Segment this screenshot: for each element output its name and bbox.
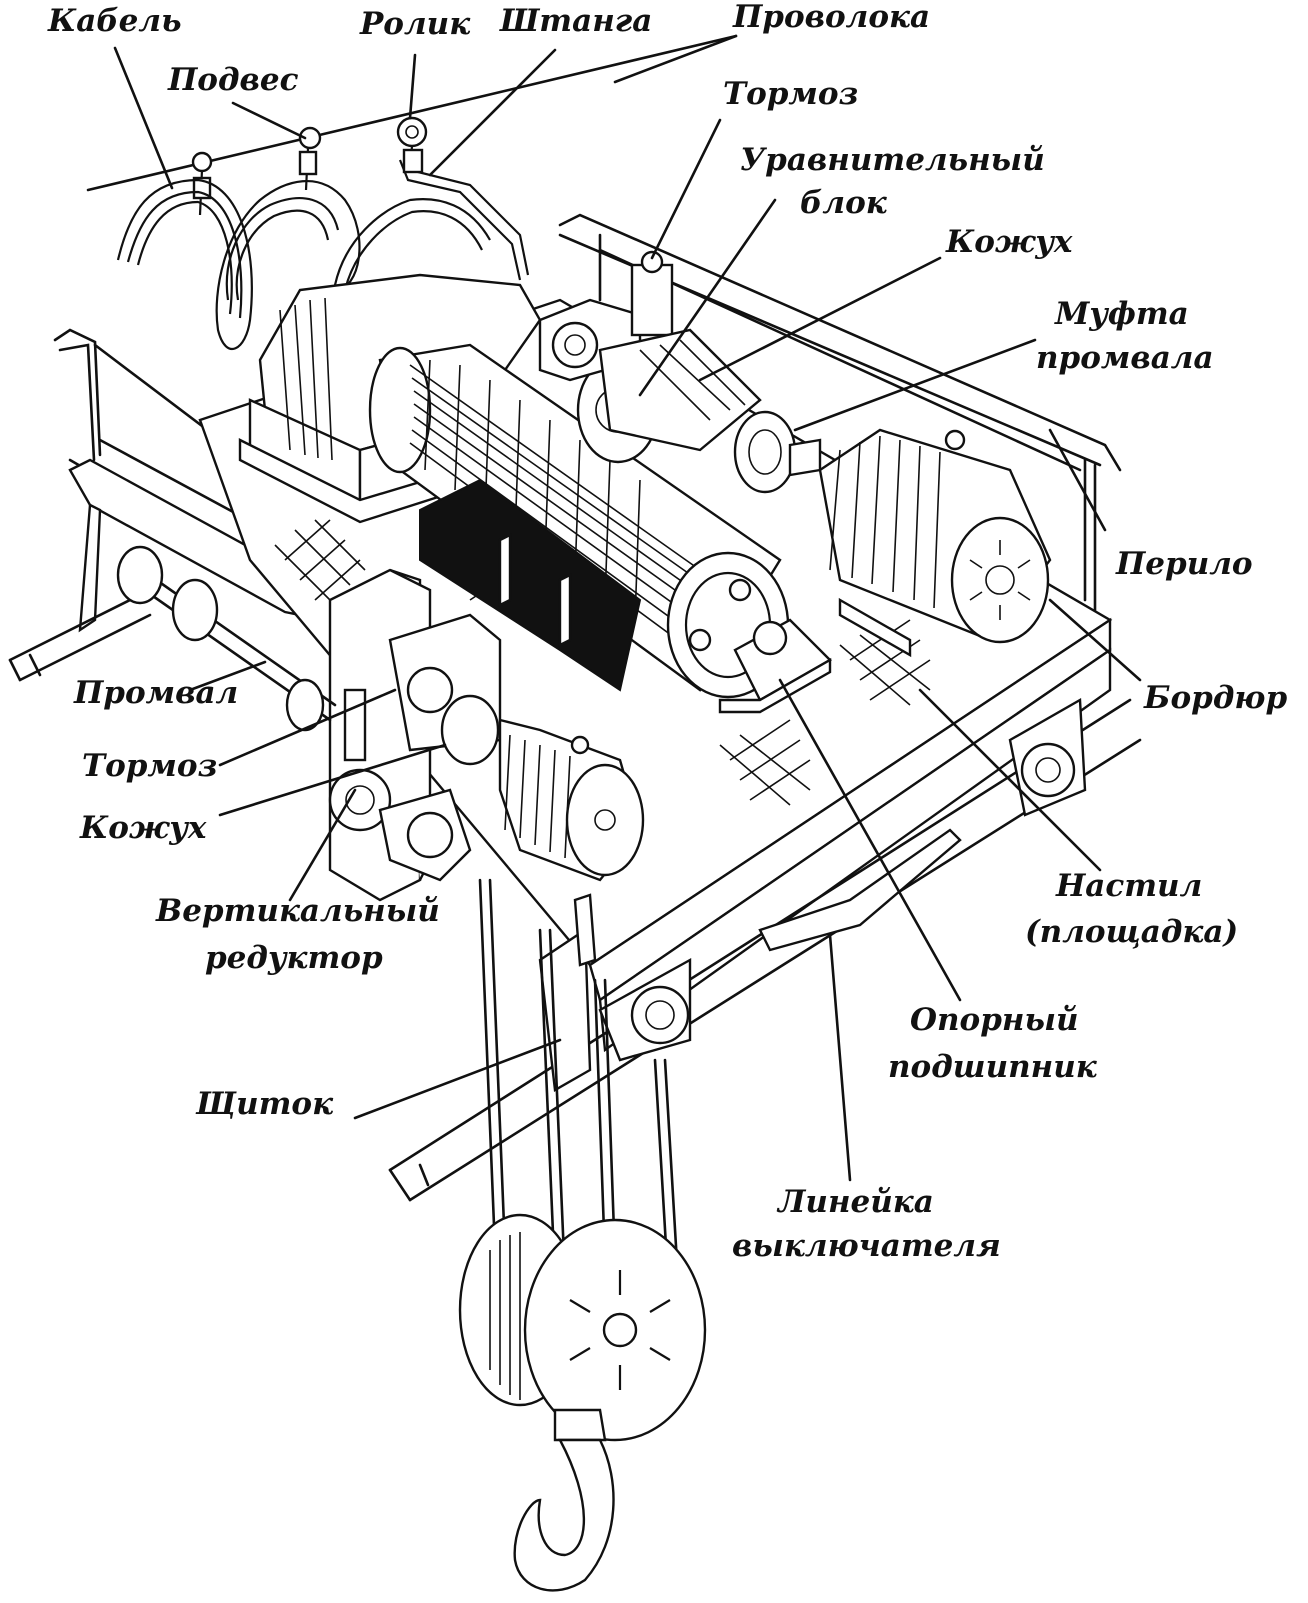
- label-mufta-2: промвала: [1036, 340, 1214, 376]
- label-perilo: Перило: [1115, 546, 1253, 582]
- label-shchitok: Щиток: [195, 1086, 334, 1122]
- travel-mechanism: [378, 613, 645, 882]
- label-nastil-2: (площадка): [1025, 914, 1238, 950]
- hoist-motor: [818, 428, 1052, 658]
- label-rolik: Ролик: [359, 6, 471, 42]
- label-bordyur: Бордюр: [1143, 680, 1287, 716]
- intermediate-shaft: [116, 545, 337, 732]
- travel-wheels: [598, 697, 1087, 1062]
- leader-lines: [113, 34, 1142, 1182]
- label-opornyi-1: Опорный: [910, 1002, 1079, 1038]
- hoist-ropes: [478, 878, 680, 1282]
- crane-hook: [513, 1438, 615, 1592]
- trolley-drawing: [8, 34, 1142, 1592]
- label-nastil-1: Настил: [1055, 868, 1202, 904]
- callout-labels: Кабель Ролик Штанга Проволока Подвес Тор…: [47, 0, 1287, 1264]
- label-promval: Промвал: [73, 675, 238, 711]
- label-vert-2: редуктор: [205, 940, 383, 976]
- hook-block: [458, 1213, 707, 1442]
- label-kozhukh-left: Кожух: [79, 810, 207, 846]
- label-lineyka-1: Линейка: [776, 1184, 934, 1220]
- drum-rope-windings: [409, 359, 711, 661]
- wire-rollers: [191, 116, 428, 173]
- label-kabel: Кабель: [47, 3, 182, 39]
- label-lineyka-2: выключателя: [732, 1228, 1001, 1264]
- label-shtanga: Штанга: [499, 3, 652, 39]
- label-mufta-1: Муфта: [1054, 296, 1189, 332]
- hoist-drum: [368, 343, 790, 699]
- limit-switch-ruler: [758, 828, 962, 952]
- label-tormoz-left: Тормоз: [82, 748, 217, 784]
- label-provoloka: Проволока: [732, 0, 930, 35]
- cable-hangers: [192, 145, 530, 281]
- label-podves: Подвес: [167, 62, 299, 98]
- support-bearing: [718, 618, 832, 714]
- label-uravnitelny-2: блок: [800, 185, 888, 221]
- label-vert-1: Вертикальный: [155, 893, 440, 929]
- label-uravnitelny-1: Уравнительный: [740, 142, 1045, 178]
- label-kozhukh-top: Кожух: [945, 224, 1073, 260]
- label-opornyi-2: подшипник: [888, 1049, 1098, 1085]
- label-tormoz-top: Тормоз: [723, 76, 858, 112]
- cable-loops: [116, 178, 491, 351]
- shaft-cover: [598, 328, 822, 494]
